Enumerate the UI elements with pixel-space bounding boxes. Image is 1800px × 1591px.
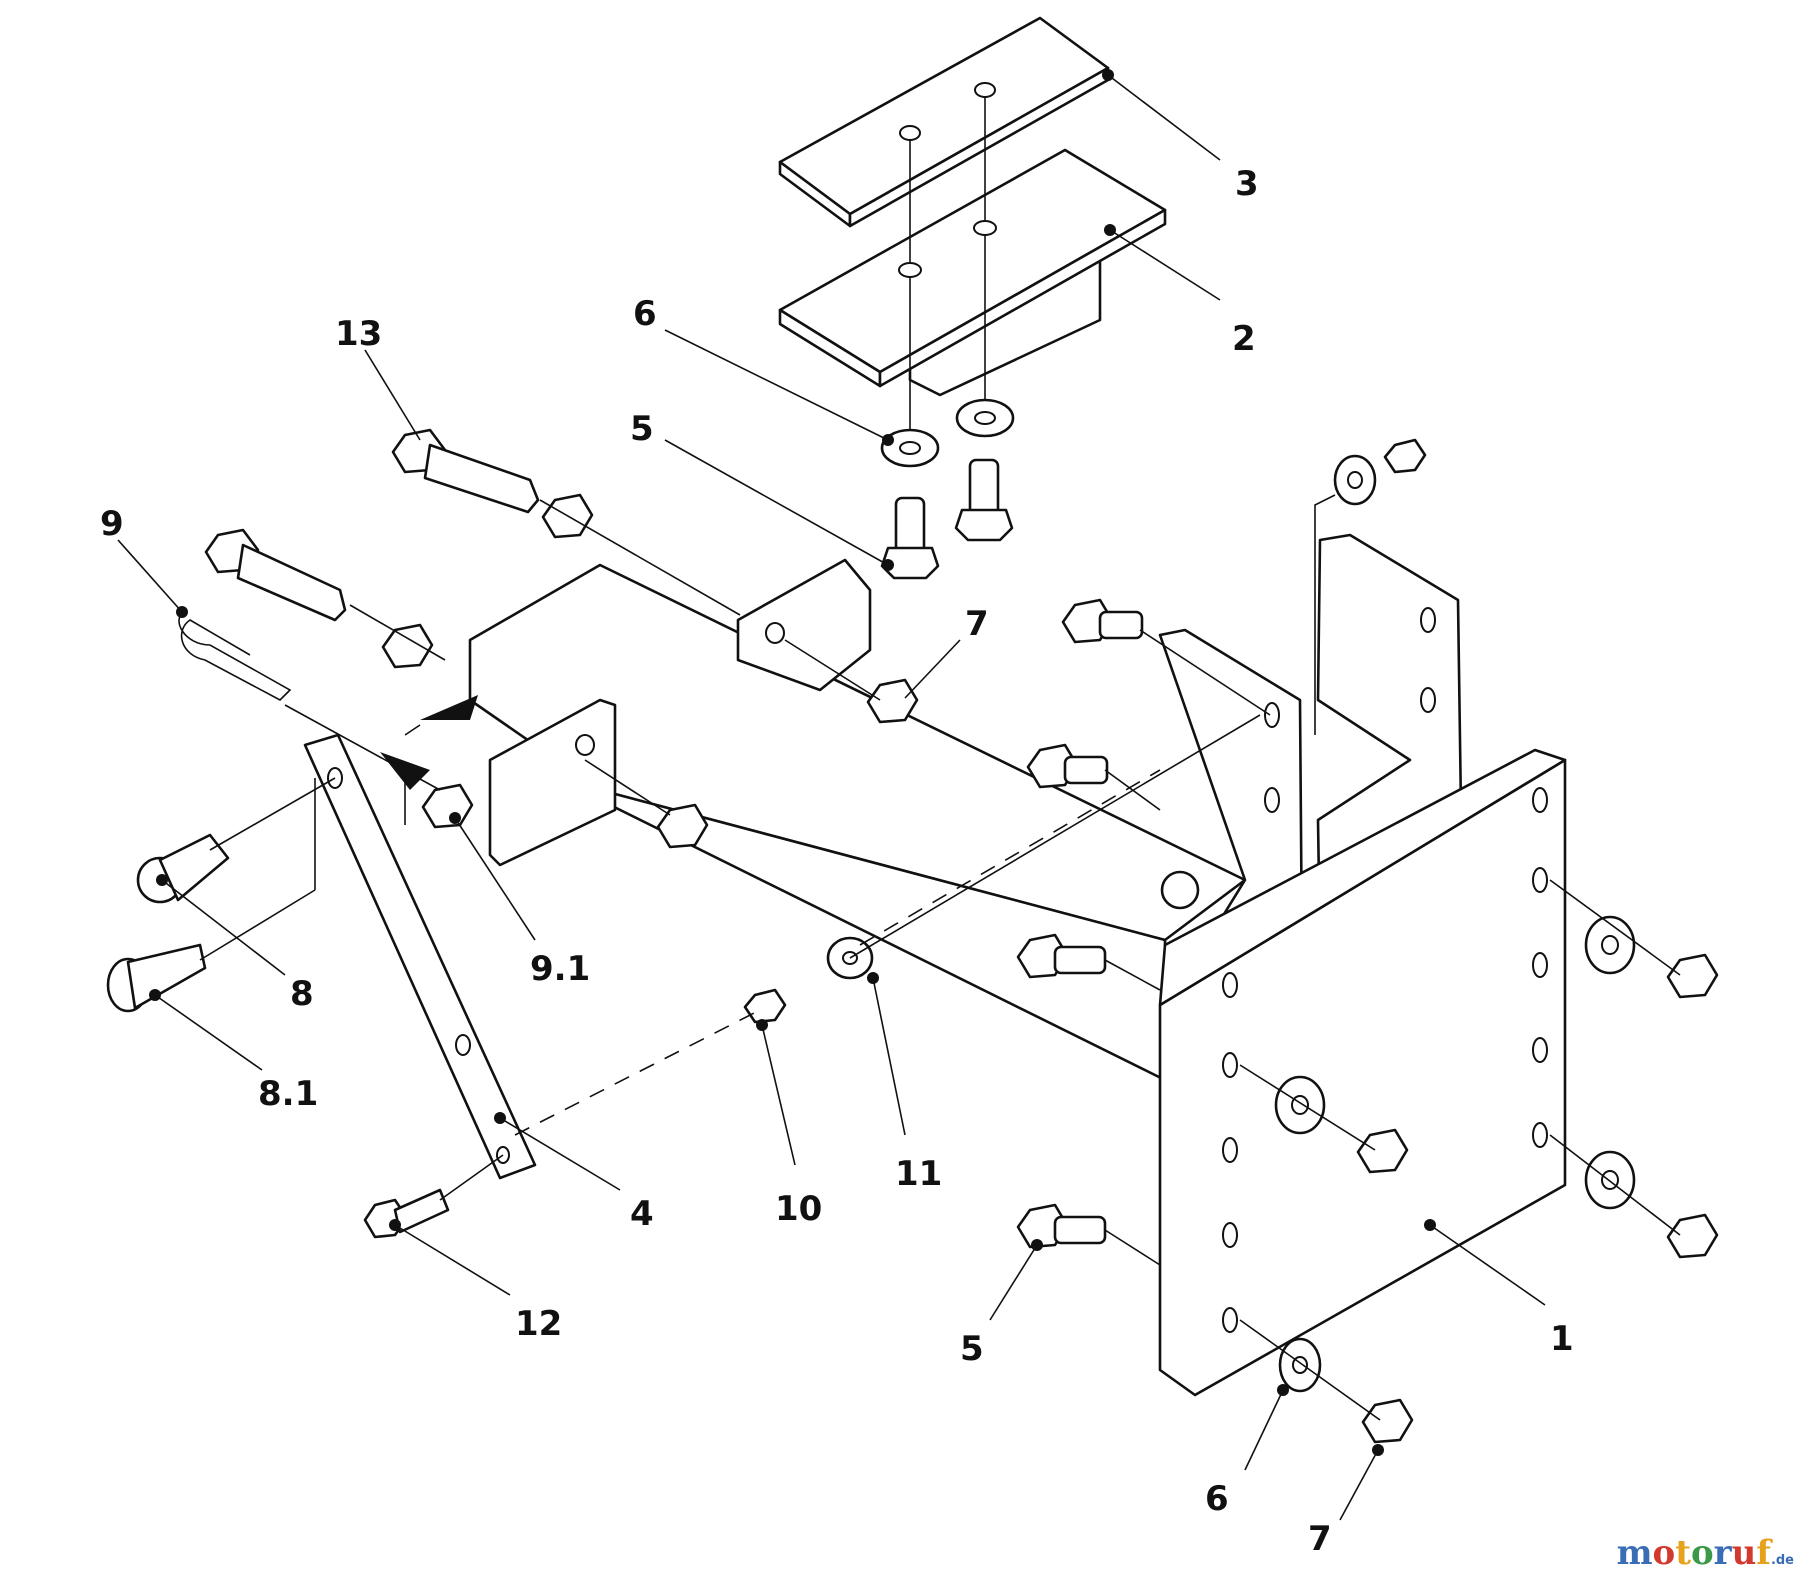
part-1-mounting-plate [1158,748,1567,1397]
callout-label-6-bottom: 6 [1205,1479,1229,1519]
assembly-guide-lines [199,499,1271,1266]
part-8-pin [136,833,230,904]
part-9-clip-pin [178,609,292,701]
watermark-letter: f [1756,1533,1771,1573]
right-plate-hardware [1274,438,1719,1444]
bolt-upper-left [204,528,347,622]
washer-pair-top [880,398,1015,468]
callout-label-12: 12 [515,1304,562,1344]
watermark-letter: o [1690,1533,1714,1573]
watermark-letter: m [1616,1533,1653,1573]
plate-holes-right [1532,787,1548,1148]
callout-label-4: 4 [630,1194,654,1234]
watermark-letter: r [1713,1533,1732,1573]
watermark-suffix: .de [1770,1553,1794,1568]
watermark-letter: u [1731,1533,1757,1573]
callout-label-7-top: 7 [965,604,989,644]
watermark-letter: t [1675,1533,1691,1573]
callout-label-3: 3 [1235,164,1259,204]
part-4-strap [303,733,537,1180]
callout-label-7-bottom: 7 [1308,1519,1332,1559]
callout-label-6-top: 6 [633,294,657,334]
frame-bolts [1016,598,1144,1249]
callout-label-8-1: 8.1 [258,1074,318,1114]
callout-label-1: 1 [1550,1319,1574,1359]
callout-label-11: 11 [895,1154,942,1194]
callouts: 3 2 6 5 13 9 7 8 9.1 8.1 [100,69,1574,1559]
callout-label-9-1: 9.1 [530,949,590,989]
callout-label-9: 9 [100,504,124,544]
assembly-arrows [380,695,478,790]
callout-label-8: 8 [290,974,314,1014]
callout-label-10: 10 [775,1189,822,1229]
main-frame-beam [468,558,1247,1082]
callout-label-13: 13 [335,314,382,354]
callout-label-5-bottom: 5 [960,1329,984,1369]
watermark-letters: motoruf [1617,1533,1771,1573]
callout-label-5-top: 5 [630,409,654,449]
bolt-pair-top [880,458,1014,580]
part-8-1-bolt [106,943,207,1013]
motoruf-watermark-logo: motoruf.de [1617,1533,1794,1573]
callout-label-2: 2 [1232,319,1256,359]
watermark-letter: o [1652,1533,1676,1573]
bolt-13 [391,428,540,514]
plate-holes-left [1222,972,1238,1333]
part-12-bolt [363,1188,450,1239]
right-plate-guides [1239,494,1681,1421]
